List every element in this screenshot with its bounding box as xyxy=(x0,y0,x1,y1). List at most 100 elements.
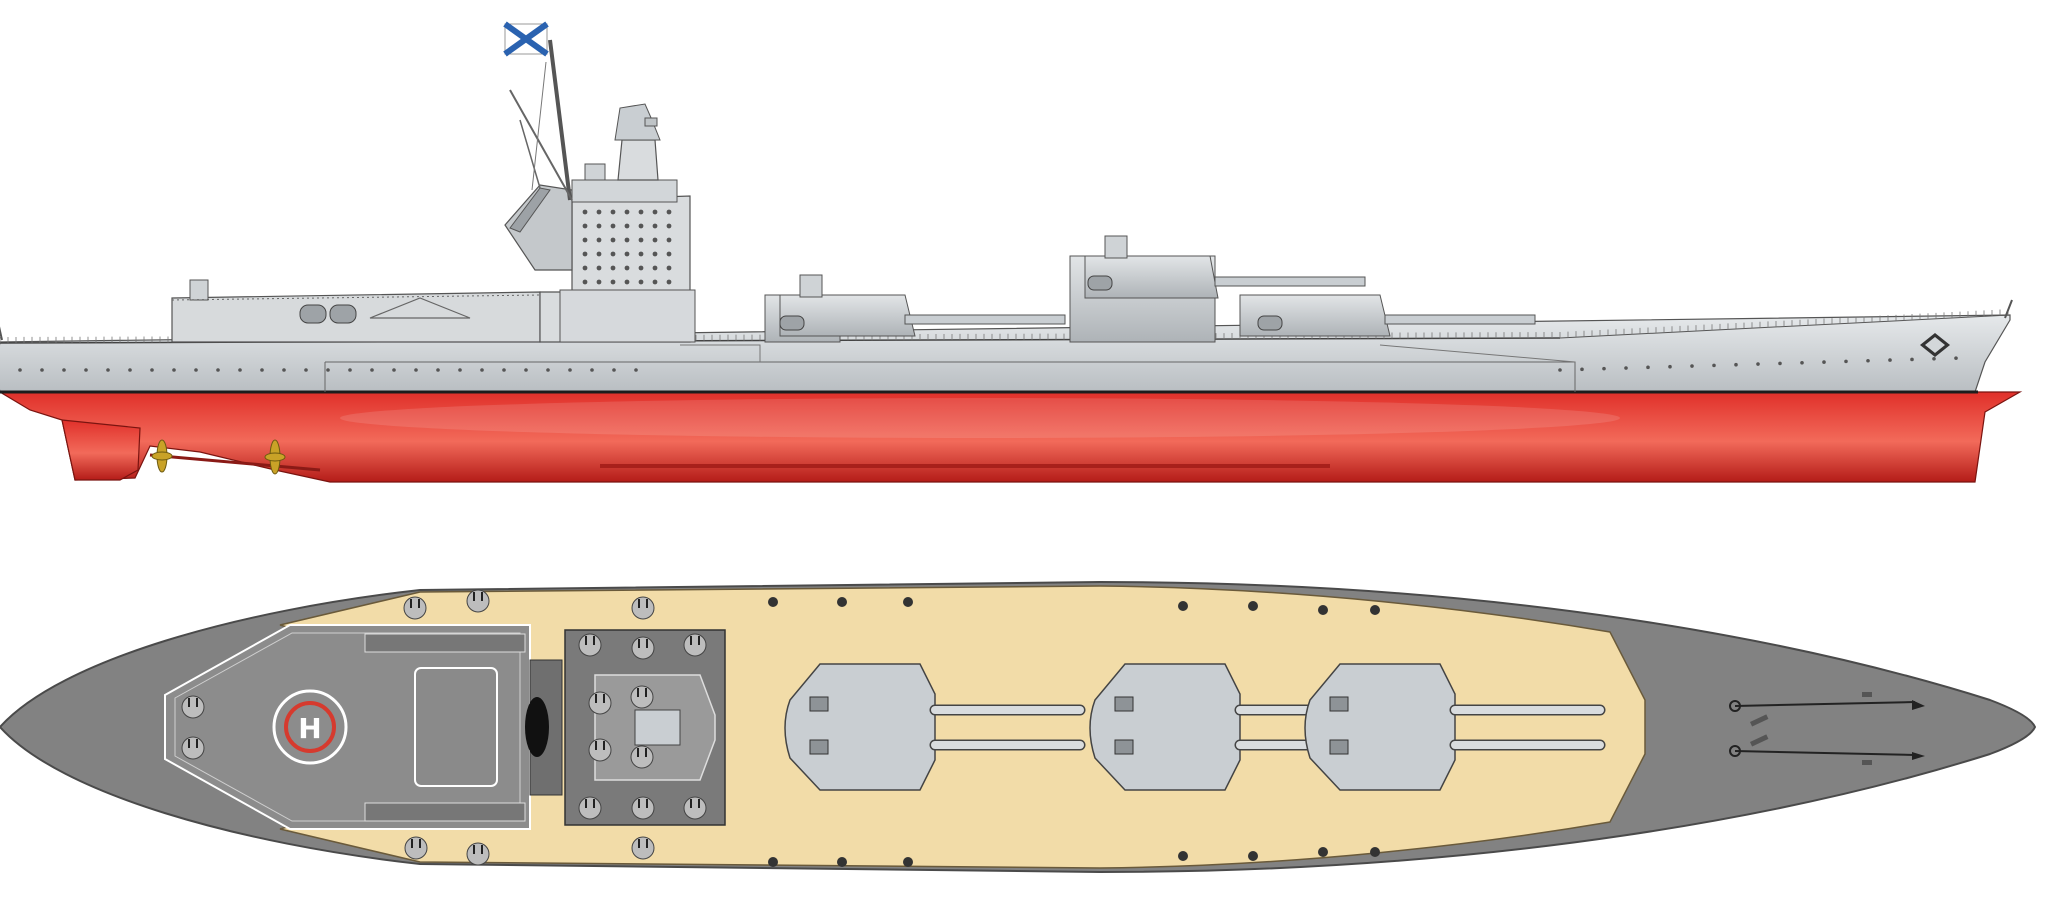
porthole xyxy=(172,368,176,372)
deck-bollard xyxy=(903,597,913,607)
rangefinder-hood xyxy=(809,696,829,712)
tower-window xyxy=(652,279,658,285)
tower-window xyxy=(666,265,672,271)
mast-stay-3 xyxy=(531,61,547,191)
citadel-line xyxy=(680,344,1576,363)
tower-window xyxy=(582,251,588,257)
deck-bollard xyxy=(837,857,847,867)
tower-window xyxy=(638,237,644,243)
tower-window xyxy=(610,237,616,243)
forward-deckhouse xyxy=(559,289,696,343)
aa-mount xyxy=(630,685,654,709)
aa-mount xyxy=(630,745,654,769)
aa-mount xyxy=(578,796,602,820)
porthole xyxy=(612,368,616,372)
aa-mount xyxy=(683,633,707,657)
porthole xyxy=(634,368,638,372)
deck-bollard xyxy=(1318,605,1328,615)
porthole xyxy=(1844,359,1848,364)
tower-window xyxy=(624,279,630,285)
porthole xyxy=(40,368,44,372)
porthole xyxy=(304,368,308,372)
porthole xyxy=(480,368,484,372)
tower-window xyxy=(666,279,672,285)
porthole xyxy=(1756,362,1760,366)
porthole xyxy=(1646,365,1650,370)
rangefinder-hood xyxy=(809,739,829,755)
porthole xyxy=(106,368,110,372)
funnel-stack xyxy=(504,184,573,271)
propeller-forward xyxy=(264,439,286,475)
side-profile-view xyxy=(0,21,2023,483)
porthole xyxy=(370,368,374,372)
porthole xyxy=(1822,360,1826,364)
ship-boats xyxy=(299,304,357,324)
helipad-letter: H xyxy=(298,712,321,745)
helipad-marking: H xyxy=(272,689,348,765)
porthole xyxy=(238,368,242,372)
main-director-plan xyxy=(634,709,681,746)
tower-window xyxy=(638,279,644,285)
deck-bollard xyxy=(837,597,847,607)
deck-bollard xyxy=(1248,851,1258,861)
main-director-tower xyxy=(617,139,659,181)
aa-mount xyxy=(588,738,612,762)
funnel-plan xyxy=(525,697,549,757)
deck-bollard xyxy=(1248,601,1258,611)
turret-a-side xyxy=(764,274,1066,343)
aa-mount xyxy=(578,633,602,657)
turret-housing xyxy=(784,663,936,791)
aa-mount-base xyxy=(631,836,655,860)
porthole xyxy=(1602,366,1606,371)
porthole xyxy=(1888,358,1892,362)
aa-mount-base xyxy=(588,738,612,762)
porthole xyxy=(326,368,330,372)
tower-window xyxy=(596,251,602,257)
aft-deckhouse-cap xyxy=(189,279,209,301)
tower-window xyxy=(582,237,588,243)
porthole xyxy=(150,368,154,372)
aa-mount-base xyxy=(630,685,654,709)
aa-mount-base xyxy=(683,796,707,820)
tower-window xyxy=(610,279,616,285)
aa-mount xyxy=(631,636,655,660)
tower-window xyxy=(638,209,644,215)
porthole xyxy=(1910,357,1914,362)
main-turrets-plan xyxy=(784,663,1606,791)
aa-mount-base xyxy=(578,633,602,657)
porthole xyxy=(568,368,572,372)
tower-window xyxy=(624,251,630,257)
tower-window xyxy=(652,265,658,271)
rangefinder-hood xyxy=(1114,739,1134,755)
rudder xyxy=(61,419,141,481)
rangefinder-hood xyxy=(1114,696,1134,712)
deck-bollard xyxy=(1178,851,1188,861)
porthole xyxy=(18,368,22,372)
tower-window xyxy=(666,209,672,215)
turret-c-plan xyxy=(1304,663,1606,791)
porthole xyxy=(1932,356,1936,361)
hangar-roof xyxy=(369,297,471,319)
porthole xyxy=(1668,364,1672,369)
tower-window xyxy=(638,223,644,229)
porthole xyxy=(84,368,88,372)
turret-housing xyxy=(1304,663,1456,791)
aa-mount xyxy=(588,691,612,715)
aa-mount xyxy=(631,836,655,860)
tower-window xyxy=(666,237,672,243)
deck-bollard xyxy=(768,597,778,607)
aa-gun-mounts xyxy=(181,589,707,866)
porthole xyxy=(392,368,396,372)
aa-mount-base xyxy=(631,636,655,660)
conning-tower-lower xyxy=(571,179,678,203)
aa-mount xyxy=(181,695,205,719)
bow-sheer xyxy=(1559,314,2011,339)
rangefinder-hood xyxy=(1329,696,1349,712)
aa-mount-base xyxy=(631,596,655,620)
aa-mount xyxy=(466,842,490,866)
porthole xyxy=(1558,368,1562,372)
porthole xyxy=(1954,356,1958,360)
aa-mount-base xyxy=(466,589,490,613)
porthole xyxy=(282,368,286,372)
porthole xyxy=(1778,361,1782,366)
